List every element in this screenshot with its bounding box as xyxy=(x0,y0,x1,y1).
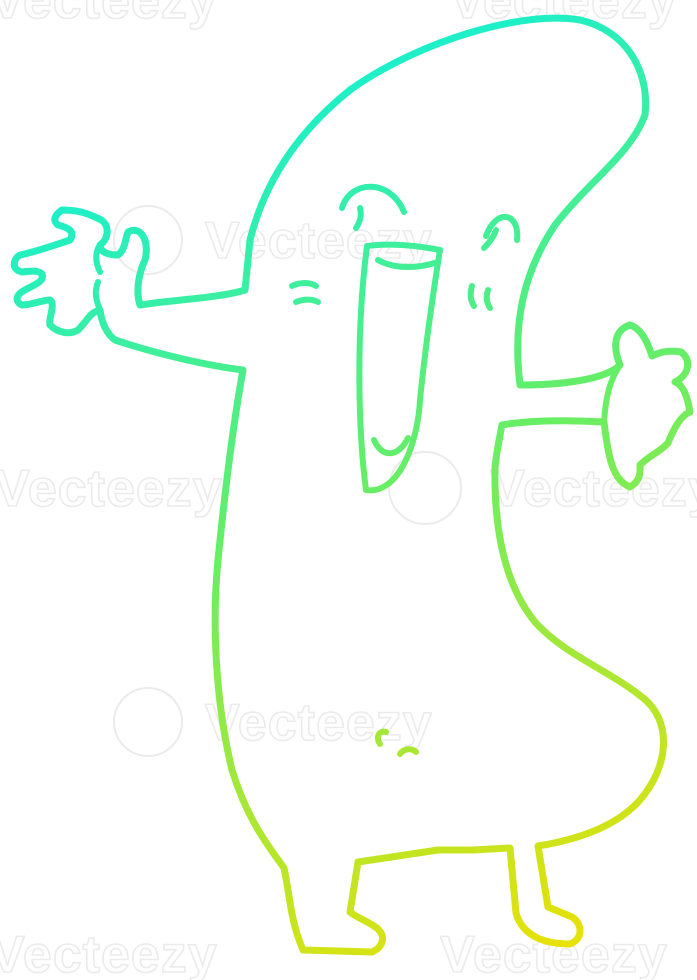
watermark-row-4: Vecteezy xyxy=(113,687,433,757)
right-eye-crinkle xyxy=(481,227,499,251)
right-cheek-mark-1 xyxy=(467,283,477,309)
right-cheek-mark-2 xyxy=(483,287,493,311)
body-outline xyxy=(10,14,694,956)
watermark-text: Vecteezy xyxy=(0,926,218,980)
mouth-outline xyxy=(356,241,443,494)
belly-mark-1 xyxy=(375,728,389,747)
watermark-row-2: Vecteezy xyxy=(113,205,433,275)
right-arm-inner-line xyxy=(601,362,623,425)
left-cheek-mark-2 xyxy=(293,296,321,305)
watermark-text: Vecteezy xyxy=(0,0,218,30)
right-eye xyxy=(483,214,521,243)
mouth-upper-teeth xyxy=(375,257,441,270)
left-finger-line-1 xyxy=(93,242,103,275)
watermark-logo-icon xyxy=(388,451,462,525)
belly-mark-2 xyxy=(397,746,419,757)
left-finger-line-2 xyxy=(92,279,103,313)
watermark-text: Vecteezy xyxy=(205,212,433,270)
watermark-row-1: Vecteezy Vecteezy xyxy=(0,0,678,31)
tongue xyxy=(371,435,411,457)
left-eye xyxy=(339,183,407,215)
watermark-logo-icon xyxy=(113,205,183,275)
watermark-logo-icon xyxy=(113,687,183,757)
watermark-text: Vecteezy xyxy=(0,460,223,518)
watermark-text: Vecteezy xyxy=(205,694,433,752)
left-eye-crinkle xyxy=(353,205,364,231)
watermark-text: Vecteezy xyxy=(440,926,668,980)
watermark-row-3: Vecteezy Vecteezy xyxy=(0,451,697,525)
watermark-row-5: Vecteezy Vecteezy xyxy=(0,925,668,980)
watermark-text: Vecteezy xyxy=(490,460,697,518)
sausage-character xyxy=(10,14,694,956)
left-cheek-mark-1 xyxy=(289,280,319,289)
